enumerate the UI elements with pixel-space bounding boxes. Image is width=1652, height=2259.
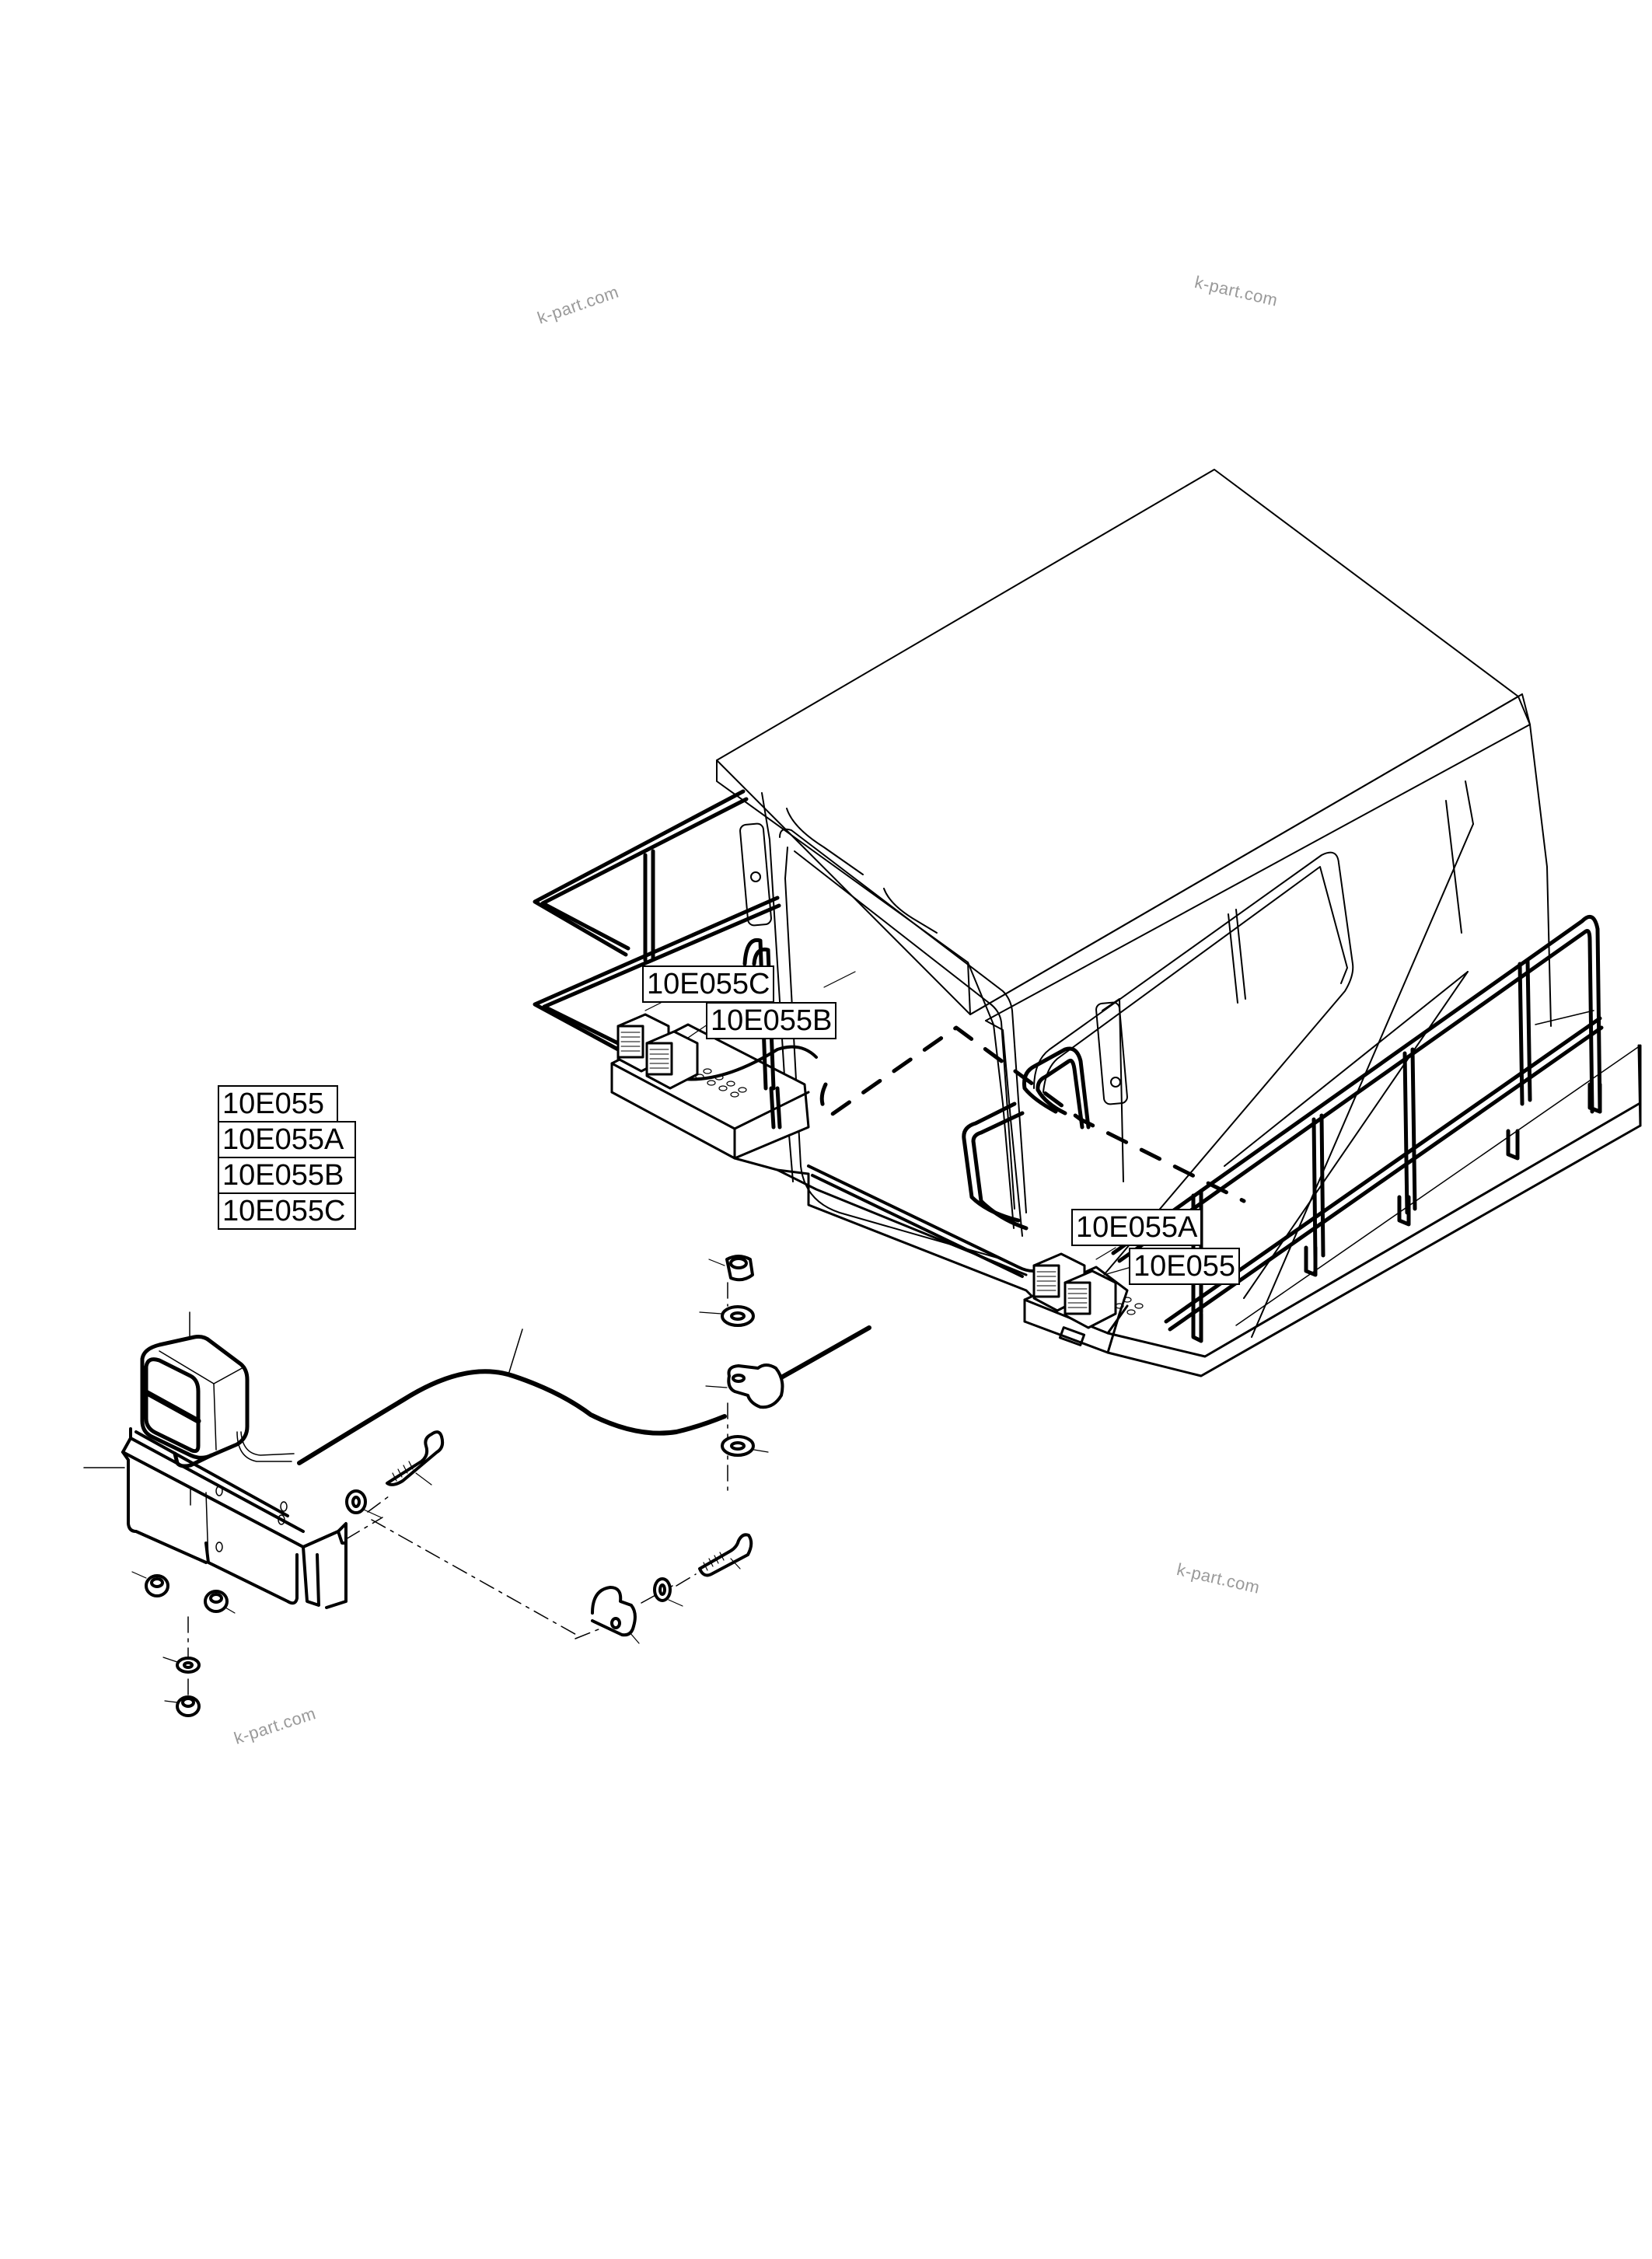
washer-bracket — [345, 1489, 382, 1518]
cab-work-light-right-inner — [1063, 1269, 1117, 1329]
cab-body — [716, 469, 1552, 1338]
work-light-lamp — [140, 1335, 250, 1468]
part-number-legend: 10E055 10E055A 10E055B 10E055C — [218, 1085, 356, 1230]
light-cable — [297, 1325, 871, 1465]
nut-bottom — [164, 1695, 201, 1717]
cab-work-light-left-inner — [645, 1030, 699, 1090]
work-light-assembly — [83, 1255, 871, 1717]
nut-bracket-left — [131, 1571, 169, 1597]
callout-10e055[interactable]: 10E055 — [1129, 1248, 1241, 1285]
left-handrail — [533, 789, 782, 1130]
callout-10e055c[interactable]: 10E055C — [642, 965, 775, 1003]
nut-bracket-mid — [204, 1590, 236, 1614]
callout-10e055a[interactable]: 10E055A — [1071, 1209, 1203, 1246]
cable-clamp-lower-group — [591, 1533, 753, 1644]
cable-clamp-upper-group — [699, 1255, 784, 1457]
callout-leaders — [644, 971, 1132, 1276]
callout-10e055b[interactable]: 10E055B — [706, 1002, 837, 1039]
legend-item[interactable]: 10E055 — [218, 1085, 338, 1123]
hidden-cable-route — [819, 1025, 1246, 1203]
bolt-upper — [386, 1430, 445, 1486]
light-mounting-bracket — [121, 1427, 348, 1609]
legend-item[interactable]: 10E055B — [218, 1157, 356, 1194]
legend-item[interactable]: 10E055A — [218, 1121, 356, 1158]
washer-bottom — [162, 1657, 201, 1674]
legend-item[interactable]: 10E055C — [218, 1192, 356, 1230]
